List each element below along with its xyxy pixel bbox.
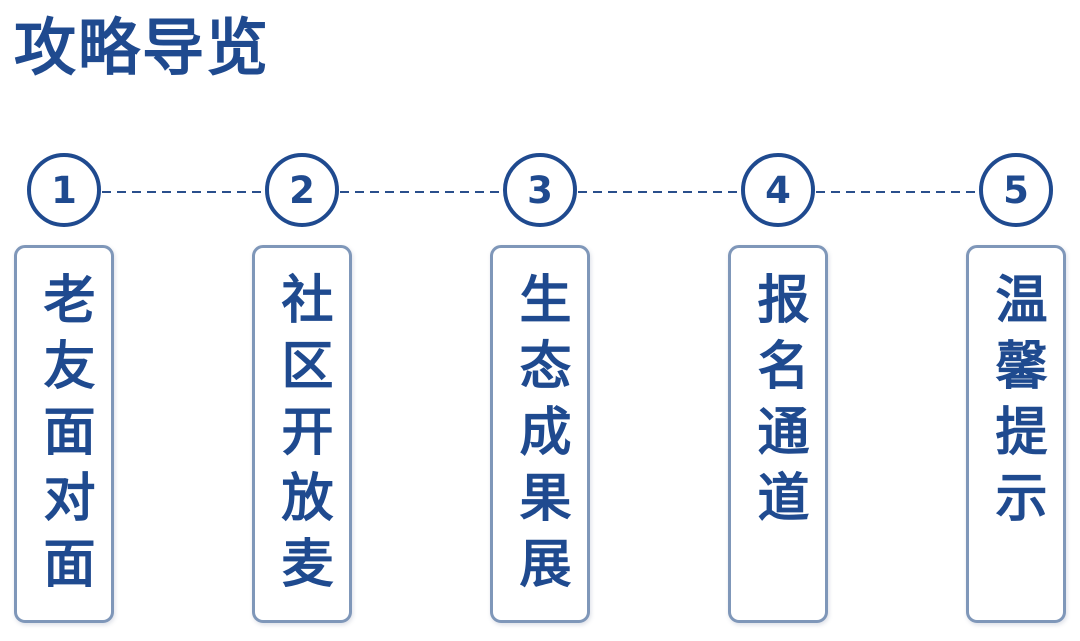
step-2-number: 2 bbox=[289, 169, 315, 212]
step-4-card[interactable]: 报名通道 bbox=[728, 245, 828, 623]
step-1-label: 老友面对面 bbox=[34, 272, 94, 602]
step-3-card[interactable]: 生态成果展 bbox=[490, 245, 590, 623]
step-1-number: 1 bbox=[51, 169, 77, 212]
step-3-label: 生态成果展 bbox=[510, 272, 570, 602]
step-4-number: 4 bbox=[765, 169, 791, 212]
step-2-label: 社区开放麦 bbox=[272, 272, 332, 602]
step-3-number: 3 bbox=[527, 169, 553, 212]
step-2-card[interactable]: 社区开放麦 bbox=[252, 245, 352, 623]
step-5-card[interactable]: 温馨提示 bbox=[966, 245, 1066, 623]
step-5-number: 5 bbox=[1003, 169, 1029, 212]
step-1-marker[interactable]: 1 bbox=[27, 153, 101, 227]
step-5-label: 温馨提示 bbox=[986, 272, 1046, 536]
step-1-card[interactable]: 老友面对面 bbox=[14, 245, 114, 623]
step-2-marker[interactable]: 2 bbox=[265, 153, 339, 227]
step-5-marker[interactable]: 5 bbox=[979, 153, 1053, 227]
step-4-label: 报名通道 bbox=[748, 272, 808, 536]
step-4-marker[interactable]: 4 bbox=[741, 153, 815, 227]
page-title: 攻略导览 bbox=[14, 11, 271, 84]
step-3-marker[interactable]: 3 bbox=[503, 153, 577, 227]
